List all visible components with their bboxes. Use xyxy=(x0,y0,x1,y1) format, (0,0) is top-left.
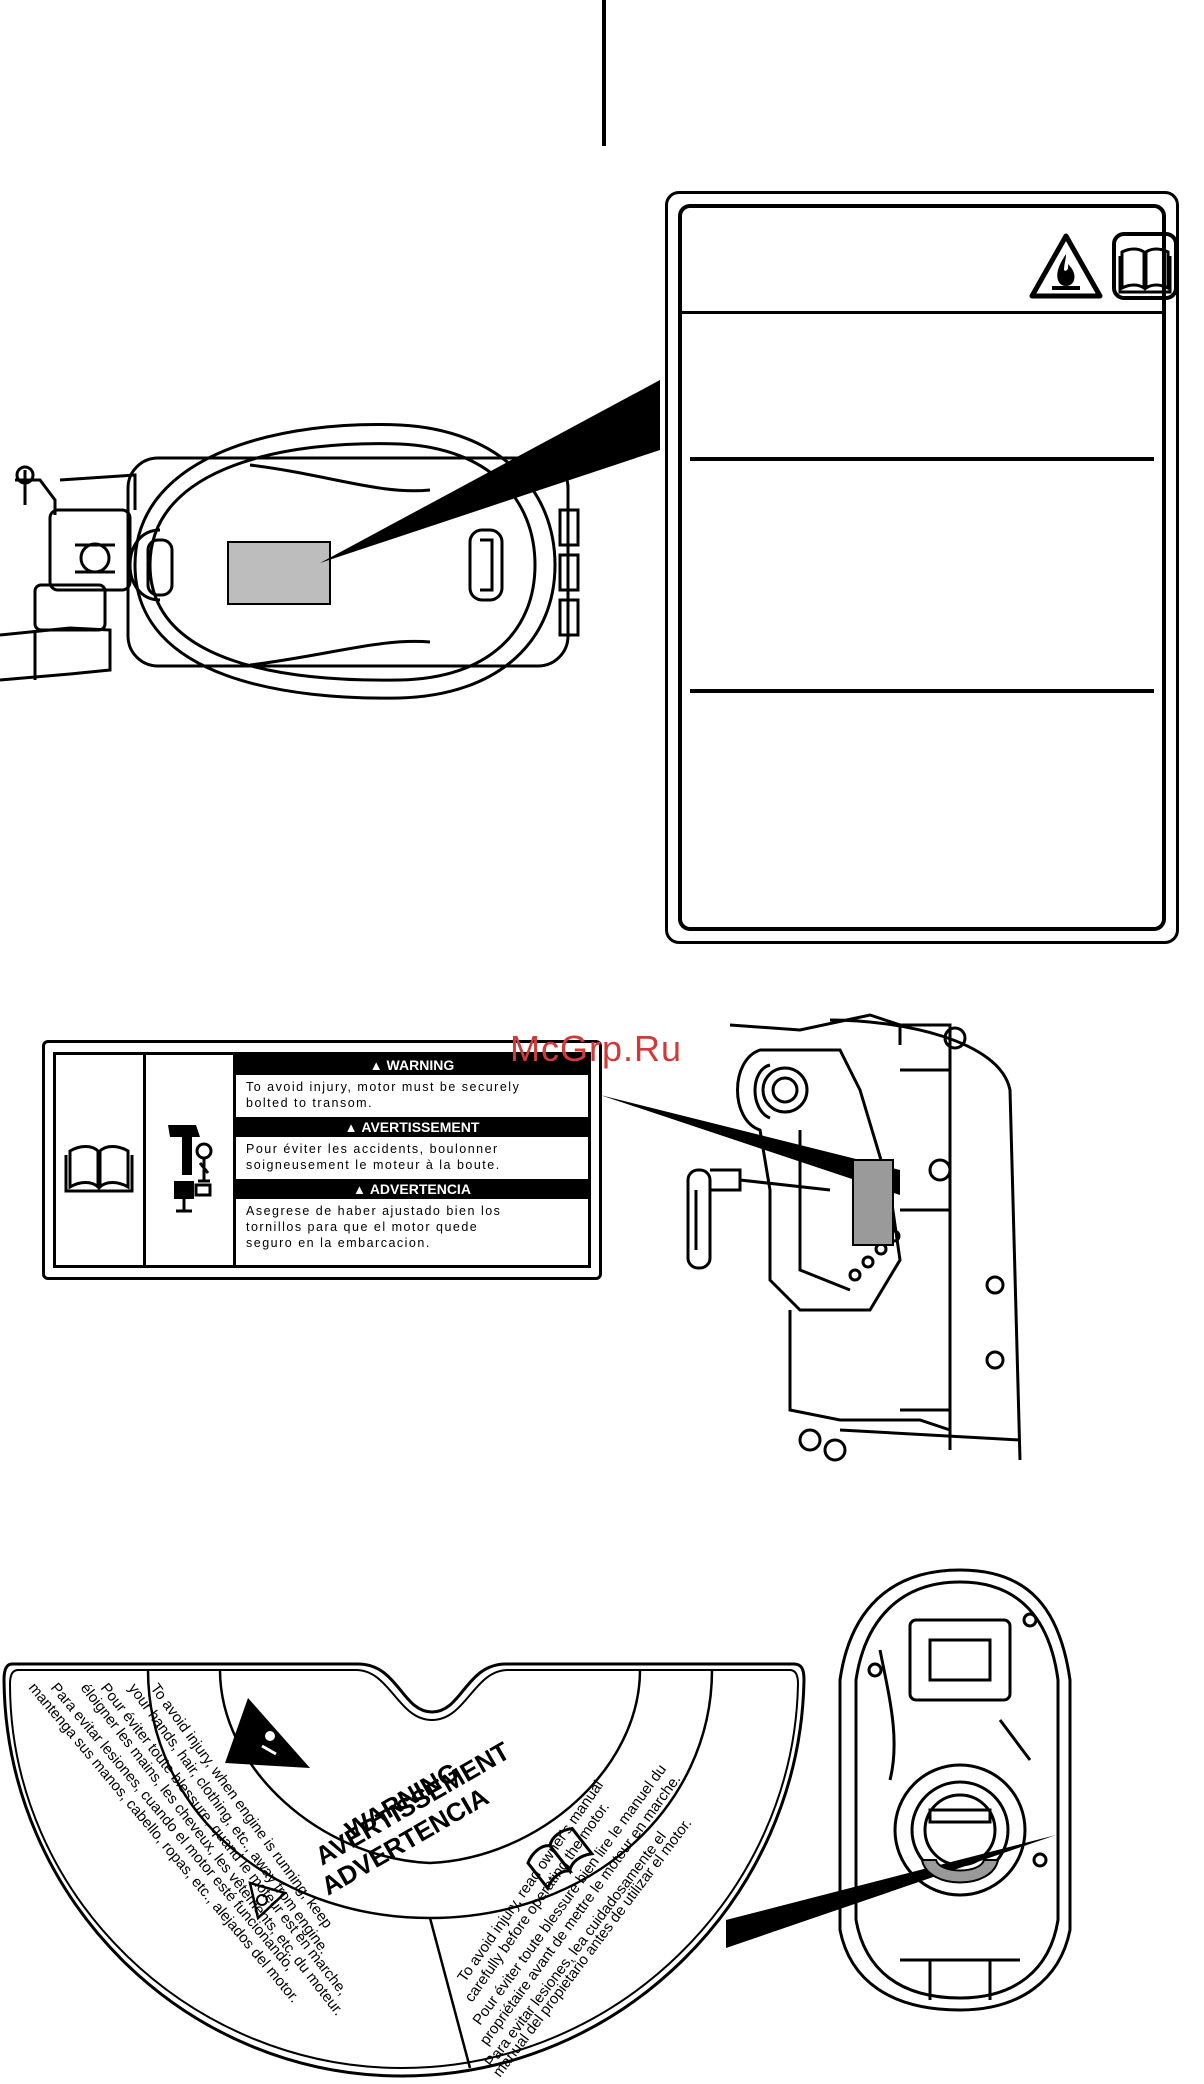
alert-triangle-icon: ▲ xyxy=(344,1120,358,1135)
top-divider-line xyxy=(602,0,606,146)
transom-warning-text: To avoid injury, motor must be securely … xyxy=(246,1080,521,1110)
watermark-text: McGrp.Ru xyxy=(510,1028,683,1069)
fuel-label-divider-2 xyxy=(690,689,1154,693)
transom-warning-heading: ▲ WARNING xyxy=(236,1055,588,1075)
transom-advertencia-heading: ▲ ADVERTENCIA xyxy=(236,1179,588,1199)
fuel-warning-label-inner xyxy=(678,204,1178,931)
left-line-4: éloigner les mains, les cheveux, les vêt… xyxy=(77,1680,347,2019)
transom-advertencia-text: Asegrese de haber ajustado bien los torn… xyxy=(246,1204,502,1250)
warning-label-transom-inner: ▲ WARNING To avoid injury, motor must be… xyxy=(53,1052,591,1268)
manual-book-icon xyxy=(526,1826,595,1892)
manual-book-icon xyxy=(1112,232,1178,300)
alert-triangle-icon: ▲ xyxy=(369,1058,383,1073)
fuel-warning-label xyxy=(665,191,1179,944)
transom-book-cell xyxy=(56,1055,146,1265)
clamp-bracket-diagram xyxy=(600,1013,1022,1462)
warning-label-transom: ▲ WARNING To avoid injury, motor must be… xyxy=(42,1040,602,1280)
fuel-label-header-divider xyxy=(682,311,1162,314)
transom-clamp-icon xyxy=(168,1125,213,1213)
warning-label-rotating-parts: WARNING AVERTISSEMENT ADVERTENCIA To avo… xyxy=(2,1662,806,2080)
transom-avertissement-text: Pour éviter les accidents, boulonner soi… xyxy=(246,1142,501,1172)
hand-warning-icon xyxy=(225,1698,310,1921)
alert-triangle-icon: ▲ xyxy=(353,1182,366,1197)
fire-warning-icon xyxy=(1029,233,1103,299)
manual-book-icon xyxy=(64,1145,134,1193)
transom-clamp-cell xyxy=(146,1055,236,1265)
transom-avertissement-heading: ▲ AVERTISSEMENT xyxy=(236,1117,588,1137)
transom-text-area: ▲ WARNING To avoid injury, motor must be… xyxy=(236,1055,588,1265)
engine-top-view-diagram xyxy=(0,380,660,700)
left-line-3: Pour éviter toute blessure, quand le mot… xyxy=(97,1680,351,1999)
engine-top-view-open-cowling xyxy=(726,1568,1072,2012)
fuel-label-divider-1 xyxy=(690,457,1154,461)
